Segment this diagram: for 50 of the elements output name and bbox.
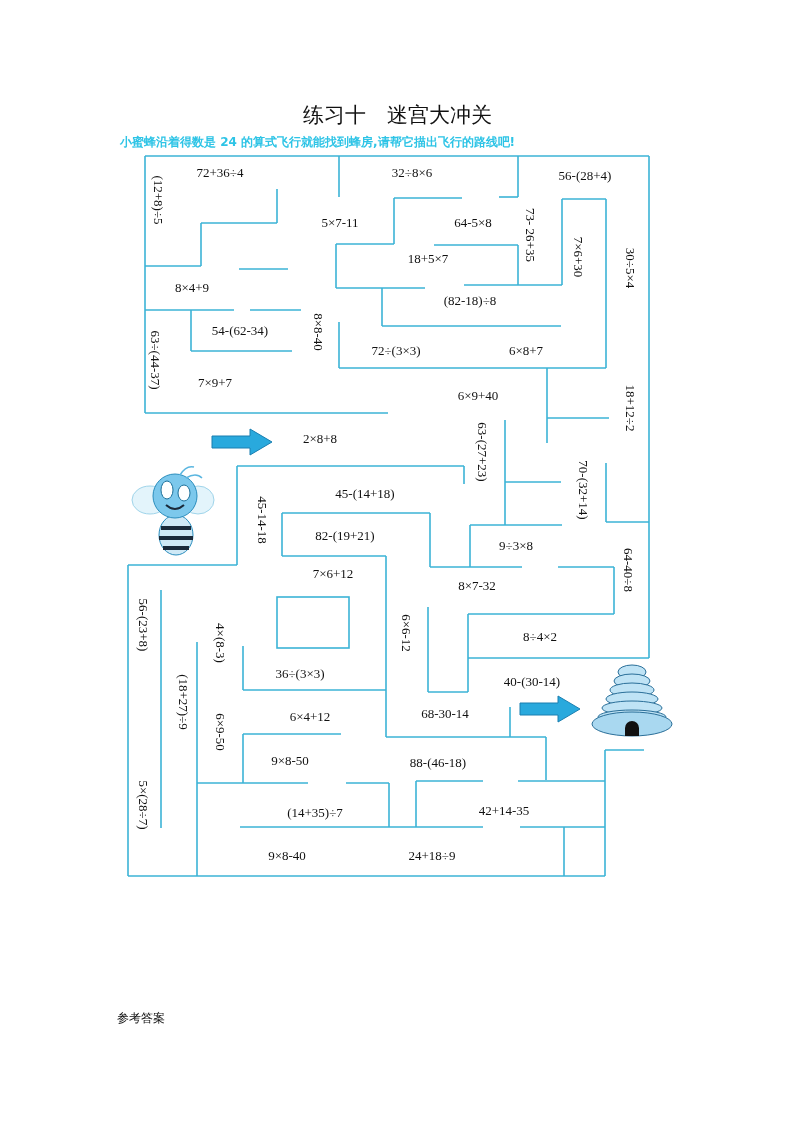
math-expression: 88-(46-18) [409, 755, 467, 769]
math-expression: 72÷(3×3) [371, 343, 421, 357]
math-expression: 63-(27+23) [475, 422, 489, 482]
math-expression: 8÷4×2 [523, 629, 557, 643]
math-expression: 45-14-18 [255, 496, 269, 544]
math-expression: (14+35)÷7 [287, 805, 343, 819]
math-expression: 6×9-50 [213, 713, 227, 751]
math-expression: 5×(28÷7) [136, 780, 150, 830]
math-expression: 9÷3×8 [499, 538, 533, 552]
math-expression: 7×9+7 [197, 375, 233, 389]
math-expression: 30÷5×4 [623, 247, 637, 289]
math-expression: 68-30-14 [421, 706, 469, 720]
math-expression: 56-(23+8) [136, 598, 150, 652]
math-expression: 6×9+40 [457, 388, 499, 402]
math-expression: 40-(30-14) [503, 674, 561, 688]
math-expression: 7×6+12 [312, 566, 354, 580]
math-expression: 24+18÷9 [408, 848, 456, 862]
math-expression: 8×8-40 [311, 313, 325, 351]
math-expression: 9×8-40 [268, 848, 306, 862]
math-expression: 32÷8×6 [391, 165, 433, 179]
math-expression: 2×8+8 [302, 431, 338, 445]
math-expression: 82-(19+21) [315, 528, 375, 542]
math-expression: 63÷(44-37) [148, 330, 162, 390]
math-expression: 64-5×8 [454, 215, 492, 229]
note-text: 参考答案 [117, 1012, 165, 1024]
math-expression: 18+12÷2 [623, 384, 637, 432]
math-expression: 8×4+9 [174, 280, 210, 294]
math-expression: 73- 26+35 [523, 208, 537, 262]
math-expression: 18+5×7 [407, 251, 449, 265]
math-expression: (82-18)÷8 [443, 293, 497, 307]
math-expression: 72+36÷4 [196, 165, 244, 179]
math-expression: 45-(14+18) [335, 486, 395, 500]
math-expression: (12+8)÷5 [151, 175, 165, 225]
math-expression: 56-(28+4) [558, 168, 612, 182]
math-expression: 5×7-11 [321, 215, 359, 229]
math-expression: 7×6+30 [571, 236, 585, 278]
math-expression: 70-(32+14) [576, 460, 590, 520]
math-expression: (18+27)÷9 [176, 674, 190, 730]
math-expression: 64-40÷8 [621, 548, 635, 592]
math-expression: 54-(62-34) [211, 323, 269, 337]
math-expression: 6×6-12 [399, 614, 413, 652]
math-expression: 42+14-35 [478, 803, 530, 817]
math-expression: 36÷(3×3) [275, 666, 325, 680]
title: 练习十 迷宫大冲关 [302, 104, 492, 126]
math-expression: 6×8+7 [508, 343, 544, 357]
math-expression: 8×7-32 [458, 578, 496, 592]
math-expression: 9×8-50 [271, 753, 309, 767]
math-expression: 6×4+12 [289, 709, 331, 723]
math-expression: 4×(8-3) [213, 623, 227, 663]
instruction-text: 小蜜蜂沿着得数是 24 的算式飞行就能找到蜂房,请帮它描出飞行的路线吧! [120, 136, 516, 148]
